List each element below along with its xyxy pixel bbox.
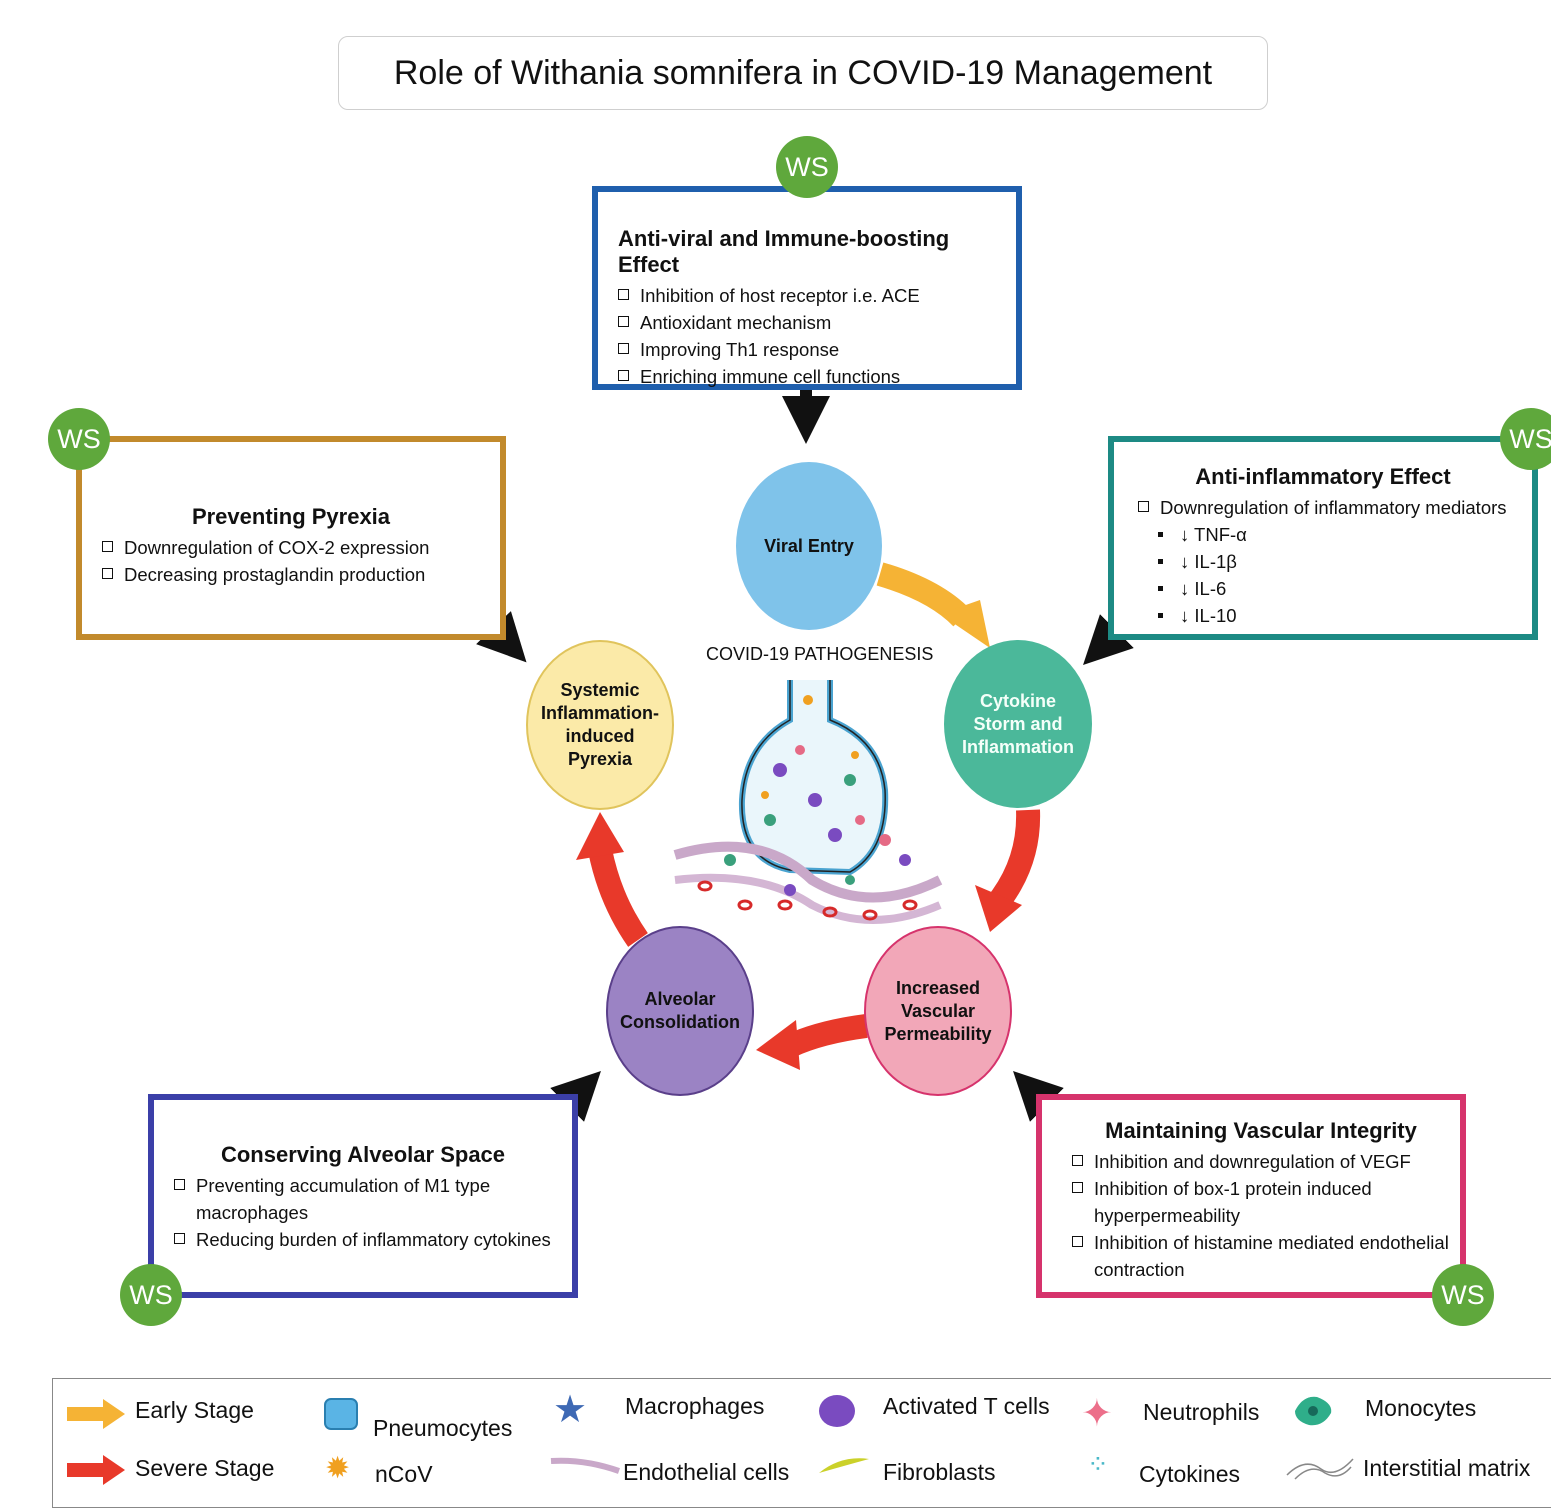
vascular-item: Inhibition of histamine mediated endothe… <box>1072 1229 1460 1256</box>
neutrophil-icon: ✦ <box>1081 1393 1113 1435</box>
severe-arrow-alveolar-to-pyrexia <box>588 847 648 947</box>
stage-label: Viral Entry <box>764 535 854 556</box>
mediator-item: ↓ IL-6 <box>1138 575 1532 602</box>
legend-cytokines: Cytokines <box>1139 1461 1240 1487</box>
stage-viral-entry: Viral Entry <box>736 462 882 630</box>
legend-neutrophils: Neutrophils <box>1143 1399 1260 1425</box>
severe-arrowhead-2 <box>756 1020 800 1070</box>
legend-endothelial: Endothelial cells <box>623 1459 790 1485</box>
legend: Early Stage Severe Stage Pneumocytes ✹ n… <box>52 1378 1551 1508</box>
alveolar-item: Preventing accumulation of M1 type <box>174 1172 572 1199</box>
legend-fibroblasts: Fibroblasts <box>883 1459 996 1485</box>
alveolar-heading: Conserving Alveolar Space <box>220 1142 506 1167</box>
fibroblast-icon <box>819 1458 869 1473</box>
ws-badge-bottom-right: WS <box>1432 1264 1494 1326</box>
vascular-item-continued: hyperpermeability <box>1094 1205 1241 1226</box>
stage-label: Systemic Inflammation- induced Pyrexia <box>540 680 659 769</box>
alveolar-item: Reducing burden of inflammatory cytokine… <box>174 1226 572 1253</box>
legend-monocytes: Monocytes <box>1365 1395 1477 1421</box>
t-cell-icon <box>819 1395 855 1427</box>
antiinflammatory-heading: Anti-inflammatory Effect <box>1195 464 1451 489</box>
stage-vascular-permeability: Increased Vascular Permeability <box>864 926 1012 1096</box>
antiviral-heading: Anti-viral and Immune-boosting Effect <box>618 226 950 277</box>
vascular-item-continued: contraction <box>1094 1259 1185 1280</box>
mediator-item: ↓ TNF-α <box>1138 521 1532 548</box>
legend-ncov: nCoV <box>375 1461 433 1487</box>
stage-label: Cytokine Storm and Inflammation <box>961 690 1074 757</box>
legend-t-cells: Activated T cells <box>883 1393 1050 1419</box>
severe-arrow-vascular-to-alveolar <box>784 1014 868 1057</box>
antiinflammatory-item: Downregulation of inflammatory mediators <box>1138 494 1532 521</box>
stage-label: Alveolar Consolidation <box>620 989 740 1032</box>
vascular-item: Inhibition and downregulation of VEGF <box>1072 1148 1460 1175</box>
vascular-heading: Maintaining Vascular Integrity <box>1105 1118 1417 1143</box>
macrophage-icon: ★ <box>553 1389 588 1431</box>
ws-badge-bottom-left: WS <box>120 1264 182 1326</box>
legend-macrophages: Macrophages <box>625 1393 765 1419</box>
legend-pneumocytes: Pneumocytes <box>373 1415 513 1441</box>
cytokine-icon: ⁘ <box>1087 1449 1109 1479</box>
alveolar-box: Conserving Alveolar Space Preventing acc… <box>148 1094 578 1298</box>
legend-early-stage: Early Stage <box>135 1397 254 1423</box>
vascular-box: Maintaining Vascular Integrity Inhibitio… <box>1036 1094 1466 1298</box>
pyrexia-item: Decreasing prostaglandin production <box>102 561 500 588</box>
pyrexia-box: Preventing Pyrexia Downregulation of COX… <box>76 436 506 640</box>
vascular-item: Inhibition of box-1 protein induced <box>1072 1175 1460 1202</box>
mediator-item: ↓ IL-1β <box>1138 548 1532 575</box>
severe-arrowhead-1 <box>975 885 1022 932</box>
antiviral-item: Enriching immune cell functions <box>618 363 1016 390</box>
mediator-item: ↓ IL-10 <box>1138 602 1532 629</box>
diagram-title: Role of Withania somnifera in COVID-19 M… <box>338 36 1268 110</box>
early-stage-arrow-icon <box>67 1399 125 1429</box>
severe-arrowhead-3 <box>576 812 624 860</box>
pyrexia-item: Downregulation of COX-2 expression <box>102 534 500 561</box>
ws-badge-right: WS <box>1500 408 1551 470</box>
antiviral-item: Improving Th1 response <box>618 336 1016 363</box>
virus-icon: ✹ <box>325 1452 351 1485</box>
antiviral-item: Antioxidant mechanism <box>618 309 1016 336</box>
alveolar-item-continued: macrophages <box>196 1202 309 1223</box>
legend-interstitial-matrix: Interstitial matrix <box>1363 1455 1531 1481</box>
center-label: COVID-19 PATHOGENESIS <box>706 644 934 664</box>
severe-arrow-cytokine-to-vascular <box>990 809 1041 908</box>
stage-alveolar-consolidation: Alveolar Consolidation <box>606 926 754 1096</box>
antiinflammatory-box: Anti-inflammatory Effect Downregulation … <box>1108 436 1538 640</box>
endothelial-cell-icon <box>550 1457 620 1474</box>
early-stage-arrowhead <box>940 600 990 648</box>
ws-badge-left: WS <box>48 408 110 470</box>
legend-severe-stage: Severe Stage <box>135 1455 275 1481</box>
stage-cytokine-storm: Cytokine Storm and Inflammation <box>944 640 1092 808</box>
severe-stage-arrow-icon <box>67 1455 125 1485</box>
monocyte-icon <box>1295 1396 1332 1426</box>
pyrexia-heading: Preventing Pyrexia <box>191 504 391 529</box>
ws-badge-top: WS <box>776 136 838 198</box>
stage-systemic-pyrexia: Systemic Inflammation- induced Pyrexia <box>526 640 674 810</box>
stage-label: Increased Vascular Permeability <box>884 977 992 1044</box>
antiviral-box: Anti-viral and Immune-boosting Effect In… <box>592 186 1022 390</box>
interstitial-matrix-icon <box>1286 1458 1354 1480</box>
antiviral-item: Inhibition of host receptor i.e. ACE <box>618 282 1016 309</box>
alveolus-illustration <box>673 680 943 924</box>
pneumocyte-icon <box>324 1398 358 1430</box>
